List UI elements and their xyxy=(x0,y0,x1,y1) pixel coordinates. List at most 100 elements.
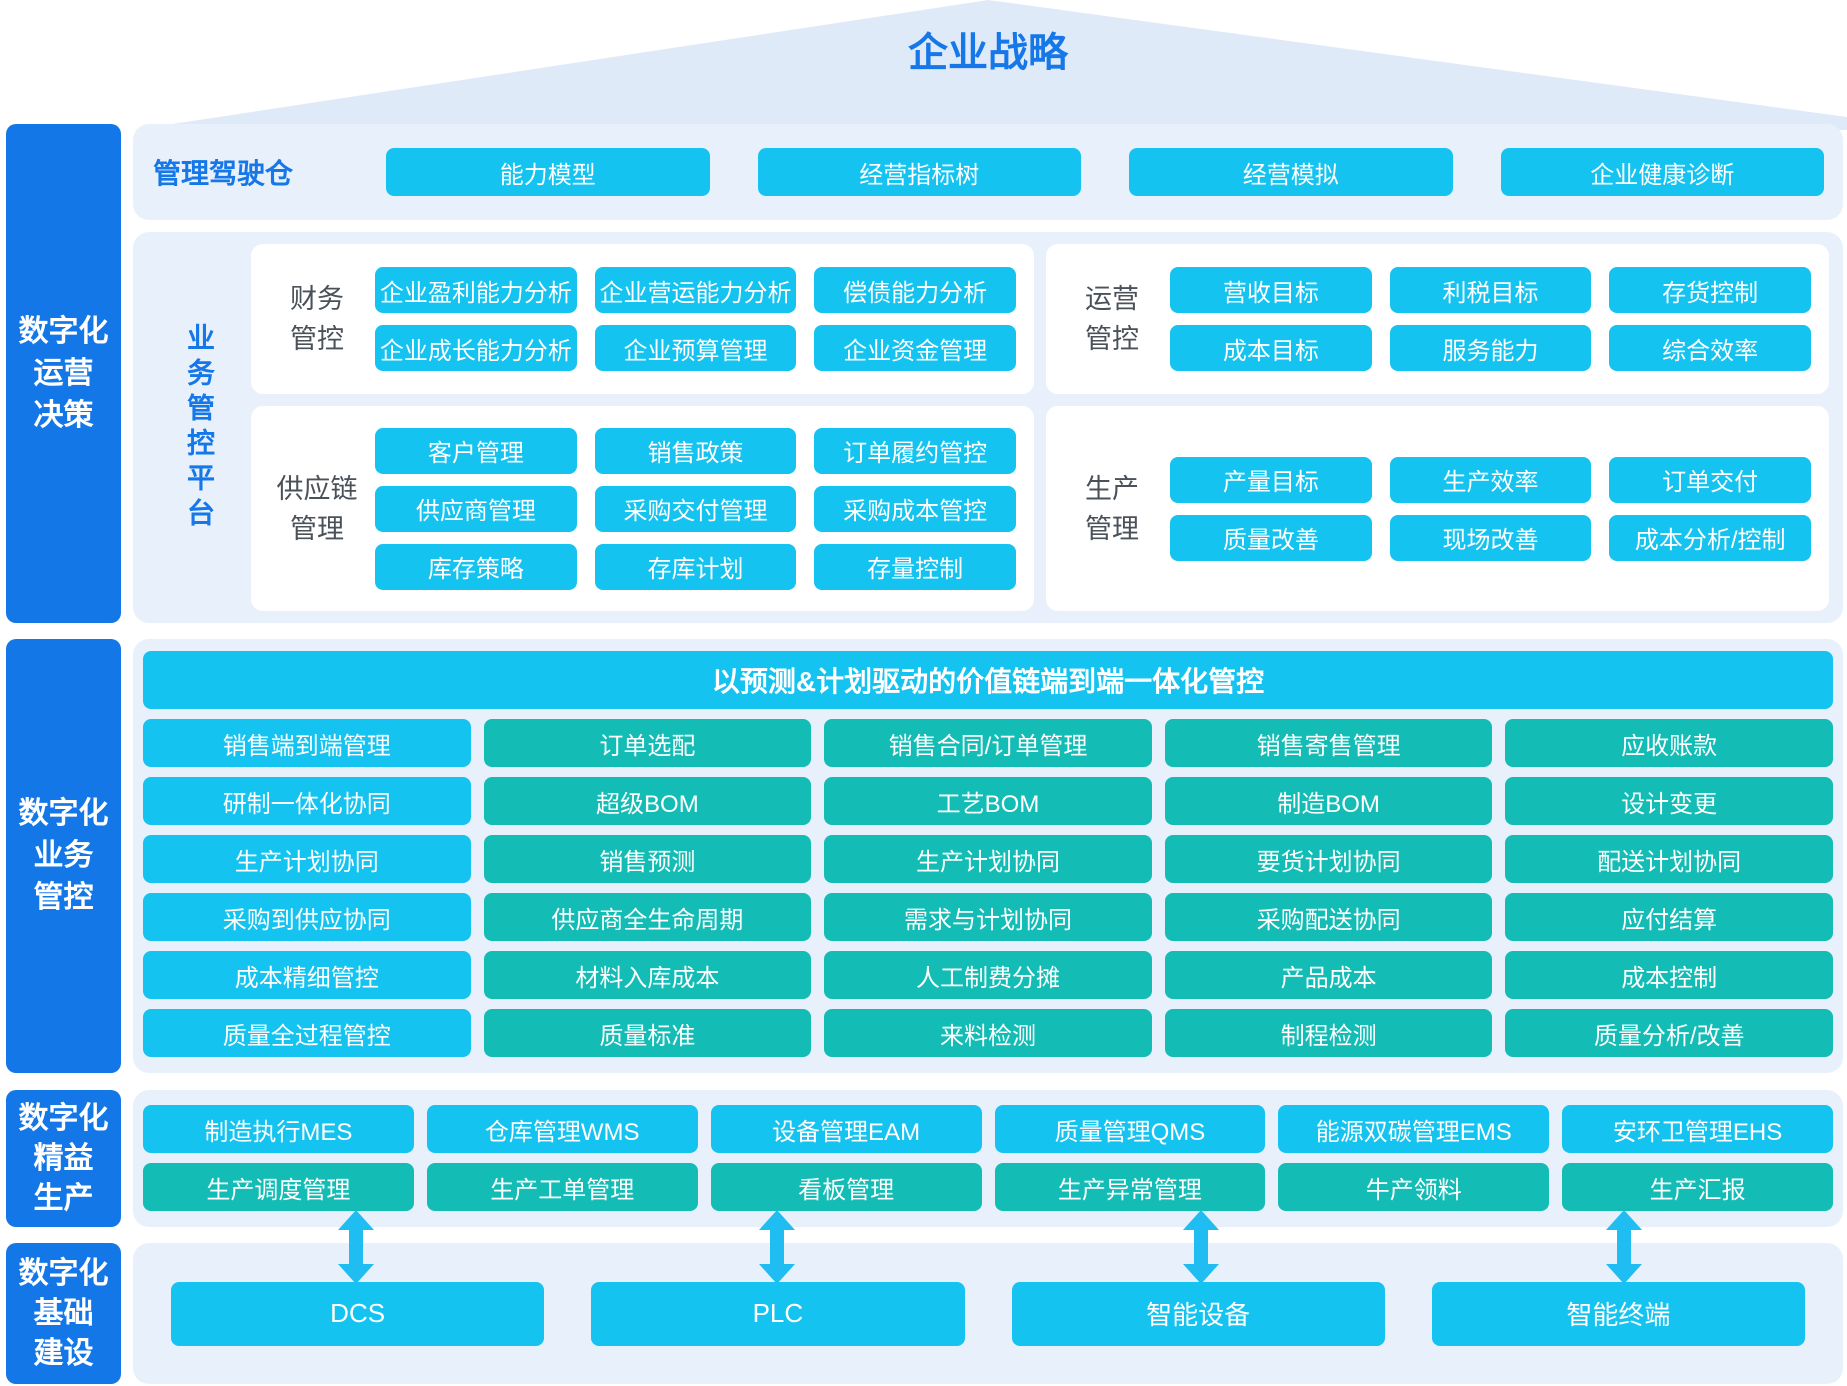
arrow-head-up xyxy=(1183,1210,1219,1230)
production-button[interactable]: 现场改善 xyxy=(1389,514,1592,561)
process-cell[interactable]: 要货计划协同 xyxy=(1164,835,1493,883)
production-button[interactable]: 订单交付 xyxy=(1609,456,1812,503)
process-cell[interactable]: 配送计划协同 xyxy=(1505,835,1833,883)
process-cell[interactable]: 生产计划协同 xyxy=(143,835,471,883)
function-cell[interactable]: 生产调度管理 xyxy=(143,1163,414,1211)
platform-box-grid: 财务 管控 企业盈利能力分析 企业营运能力分析 偿债能力分析 企业成长能力分析 … xyxy=(251,244,1829,611)
system-cell[interactable]: 安环卫管理EHS xyxy=(1562,1105,1833,1153)
infrastructure-button[interactable]: PLC xyxy=(591,1281,965,1346)
finance-button[interactable]: 企业资金管理 xyxy=(814,325,1017,371)
supply-chain-button[interactable]: 供应商管理 xyxy=(375,485,577,532)
process-cell[interactable]: 成本控制 xyxy=(1505,951,1833,999)
process-cell[interactable]: 采购配送协同 xyxy=(1164,893,1493,941)
process-cell[interactable]: 销售寄售管理 xyxy=(1164,719,1493,767)
supply-chain-button[interactable]: 采购成本管控 xyxy=(814,485,1017,532)
operation-button[interactable]: 服务能力 xyxy=(1389,325,1592,371)
infrastructure-button[interactable]: DCS xyxy=(171,1281,545,1346)
sidebar-label-line: 管控 xyxy=(33,881,94,914)
function-cell[interactable]: 生产工单管理 xyxy=(426,1163,698,1211)
process-cell[interactable]: 销售端到端管理 xyxy=(143,719,471,767)
function-cell[interactable]: 牛产领料 xyxy=(1278,1163,1550,1211)
process-cell[interactable]: 需求与计划协同 xyxy=(824,893,1152,941)
function-cell[interactable]: 生产汇报 xyxy=(1562,1163,1833,1211)
process-cell[interactable]: 工艺BOM xyxy=(824,777,1152,825)
section-lean-production: 制造执行MES 仓库管理WMS 设备管理EAM 质量管理QMS 能源双碳管理EM… xyxy=(133,1090,1843,1227)
arrow-shaft xyxy=(349,1230,363,1264)
process-cell[interactable]: 供应商全生命周期 xyxy=(483,893,812,941)
finance-button[interactable]: 企业营运能力分析 xyxy=(594,267,797,313)
cockpit-button[interactable]: 经营指标树 xyxy=(757,148,1081,196)
operation-button[interactable]: 成本目标 xyxy=(1170,325,1372,371)
finance-button[interactable]: 企业预算管理 xyxy=(594,325,797,371)
system-cell[interactable]: 设备管理EAM xyxy=(710,1105,982,1153)
supply-chain-button[interactable]: 采购交付管理 xyxy=(594,485,797,532)
production-button[interactable]: 生产效率 xyxy=(1389,456,1592,503)
production-button[interactable]: 产量目标 xyxy=(1170,456,1372,503)
production-button[interactable]: 质量改善 xyxy=(1170,514,1372,561)
arrow-head-down xyxy=(1606,1264,1642,1284)
box-rows: 营收目标 利税目标 存货控制 成本目标 服务能力 综合效率 xyxy=(1170,256,1812,382)
arrow-head-down xyxy=(338,1264,374,1284)
supply-chain-button[interactable]: 存量控制 xyxy=(814,543,1017,590)
arrow-head-down xyxy=(1183,1264,1219,1284)
system-cell[interactable]: 仓库管理WMS xyxy=(426,1105,698,1153)
process-cell[interactable]: 质量分析/改善 xyxy=(1505,1009,1833,1057)
production-management-box: 生产 管理 产量目标 生产效率 订单交付 质量改善 现场改善 成本分析/控制 xyxy=(1046,406,1829,611)
process-cell[interactable]: 生产计划协同 xyxy=(824,835,1152,883)
box-rows: 企业盈利能力分析 企业营运能力分析 偿债能力分析 企业成长能力分析 企业预算管理… xyxy=(375,256,1017,382)
infrastructure-button[interactable]: 智能终端 xyxy=(1431,1281,1805,1346)
process-cell[interactable]: 订单选配 xyxy=(483,719,812,767)
production-button[interactable]: 成本分析/控制 xyxy=(1609,514,1812,561)
box-label-line: 财务 xyxy=(290,284,344,314)
finance-button[interactable]: 偿债能力分析 xyxy=(814,267,1017,313)
connector-arrow xyxy=(1183,1210,1219,1284)
cockpit-button[interactable]: 能力模型 xyxy=(386,148,710,196)
finance-button[interactable]: 企业成长能力分析 xyxy=(375,325,577,371)
process-cell[interactable]: 销售合同/订单管理 xyxy=(824,719,1152,767)
operation-button[interactable]: 营收目标 xyxy=(1170,267,1372,313)
process-cell[interactable]: 应付结算 xyxy=(1505,893,1833,941)
section-infrastructure: DCS PLC 智能设备 智能终端 xyxy=(133,1243,1843,1384)
function-cell[interactable]: 生产异常管理 xyxy=(994,1163,1266,1211)
business-control-platform-row: 业务管控平台 财务 管控 企业盈利能力分析 企业营运能力分析 偿债能力分析 xyxy=(133,232,1843,623)
process-cell[interactable]: 研制一体化协同 xyxy=(143,777,471,825)
system-cell[interactable]: 能源双碳管理EMS xyxy=(1278,1105,1550,1153)
operation-button[interactable]: 综合效率 xyxy=(1609,325,1812,371)
process-cell[interactable]: 材料入库成本 xyxy=(483,951,812,999)
operation-button[interactable]: 利税目标 xyxy=(1389,267,1592,313)
supply-chain-button[interactable]: 库存策略 xyxy=(375,543,577,590)
process-cell[interactable]: 来料检测 xyxy=(824,1009,1152,1057)
sidebar-label-line: 数字化 xyxy=(18,797,109,830)
process-cell[interactable]: 设计变更 xyxy=(1505,777,1833,825)
process-cell[interactable]: 产品成本 xyxy=(1164,951,1493,999)
process-cell[interactable]: 应收账款 xyxy=(1505,719,1833,767)
infrastructure-button[interactable]: 智能设备 xyxy=(1011,1281,1385,1346)
process-cell[interactable]: 质量全过程管控 xyxy=(143,1009,471,1057)
process-cell[interactable]: 制造BOM xyxy=(1164,777,1493,825)
function-cell[interactable]: 看板管理 xyxy=(710,1163,982,1211)
operation-button[interactable]: 存货控制 xyxy=(1609,267,1812,313)
supply-chain-button[interactable]: 客户管理 xyxy=(375,427,577,474)
operation-control-box: 运营 管控 营收目标 利税目标 存货控制 成本目标 服务能力 综合效率 xyxy=(1046,244,1829,394)
box-row: 质量改善 现场改善 成本分析/控制 xyxy=(1170,514,1812,561)
process-cell[interactable]: 销售预测 xyxy=(483,835,812,883)
system-cell[interactable]: 制造执行MES xyxy=(143,1105,414,1153)
finance-control-box: 财务 管控 企业盈利能力分析 企业营运能力分析 偿债能力分析 企业成长能力分析 … xyxy=(251,244,1034,394)
finance-button[interactable]: 企业盈利能力分析 xyxy=(375,267,577,313)
process-cell[interactable]: 采购到供应协同 xyxy=(143,893,471,941)
supply-chain-button[interactable]: 订单履约管控 xyxy=(814,427,1017,474)
box-label: 生产 管理 xyxy=(1064,469,1160,549)
process-cell[interactable]: 成本精细管控 xyxy=(143,951,471,999)
connector-arrow xyxy=(1606,1210,1642,1284)
box-rows: 产量目标 生产效率 订单交付 质量改善 现场改善 成本分析/控制 xyxy=(1170,418,1812,599)
process-cell[interactable]: 超级BOM xyxy=(483,777,812,825)
process-cell[interactable]: 人工制费分摊 xyxy=(824,951,1152,999)
cockpit-button[interactable]: 企业健康诊断 xyxy=(1500,148,1824,196)
supply-chain-button[interactable]: 销售政策 xyxy=(594,427,797,474)
arrow-shaft xyxy=(1194,1230,1208,1264)
cockpit-button[interactable]: 经营模拟 xyxy=(1129,148,1453,196)
process-cell[interactable]: 质量标准 xyxy=(483,1009,812,1057)
process-cell[interactable]: 制程检测 xyxy=(1164,1009,1493,1057)
supply-chain-button[interactable]: 存库计划 xyxy=(594,543,797,590)
system-cell[interactable]: 质量管理QMS xyxy=(994,1105,1266,1153)
